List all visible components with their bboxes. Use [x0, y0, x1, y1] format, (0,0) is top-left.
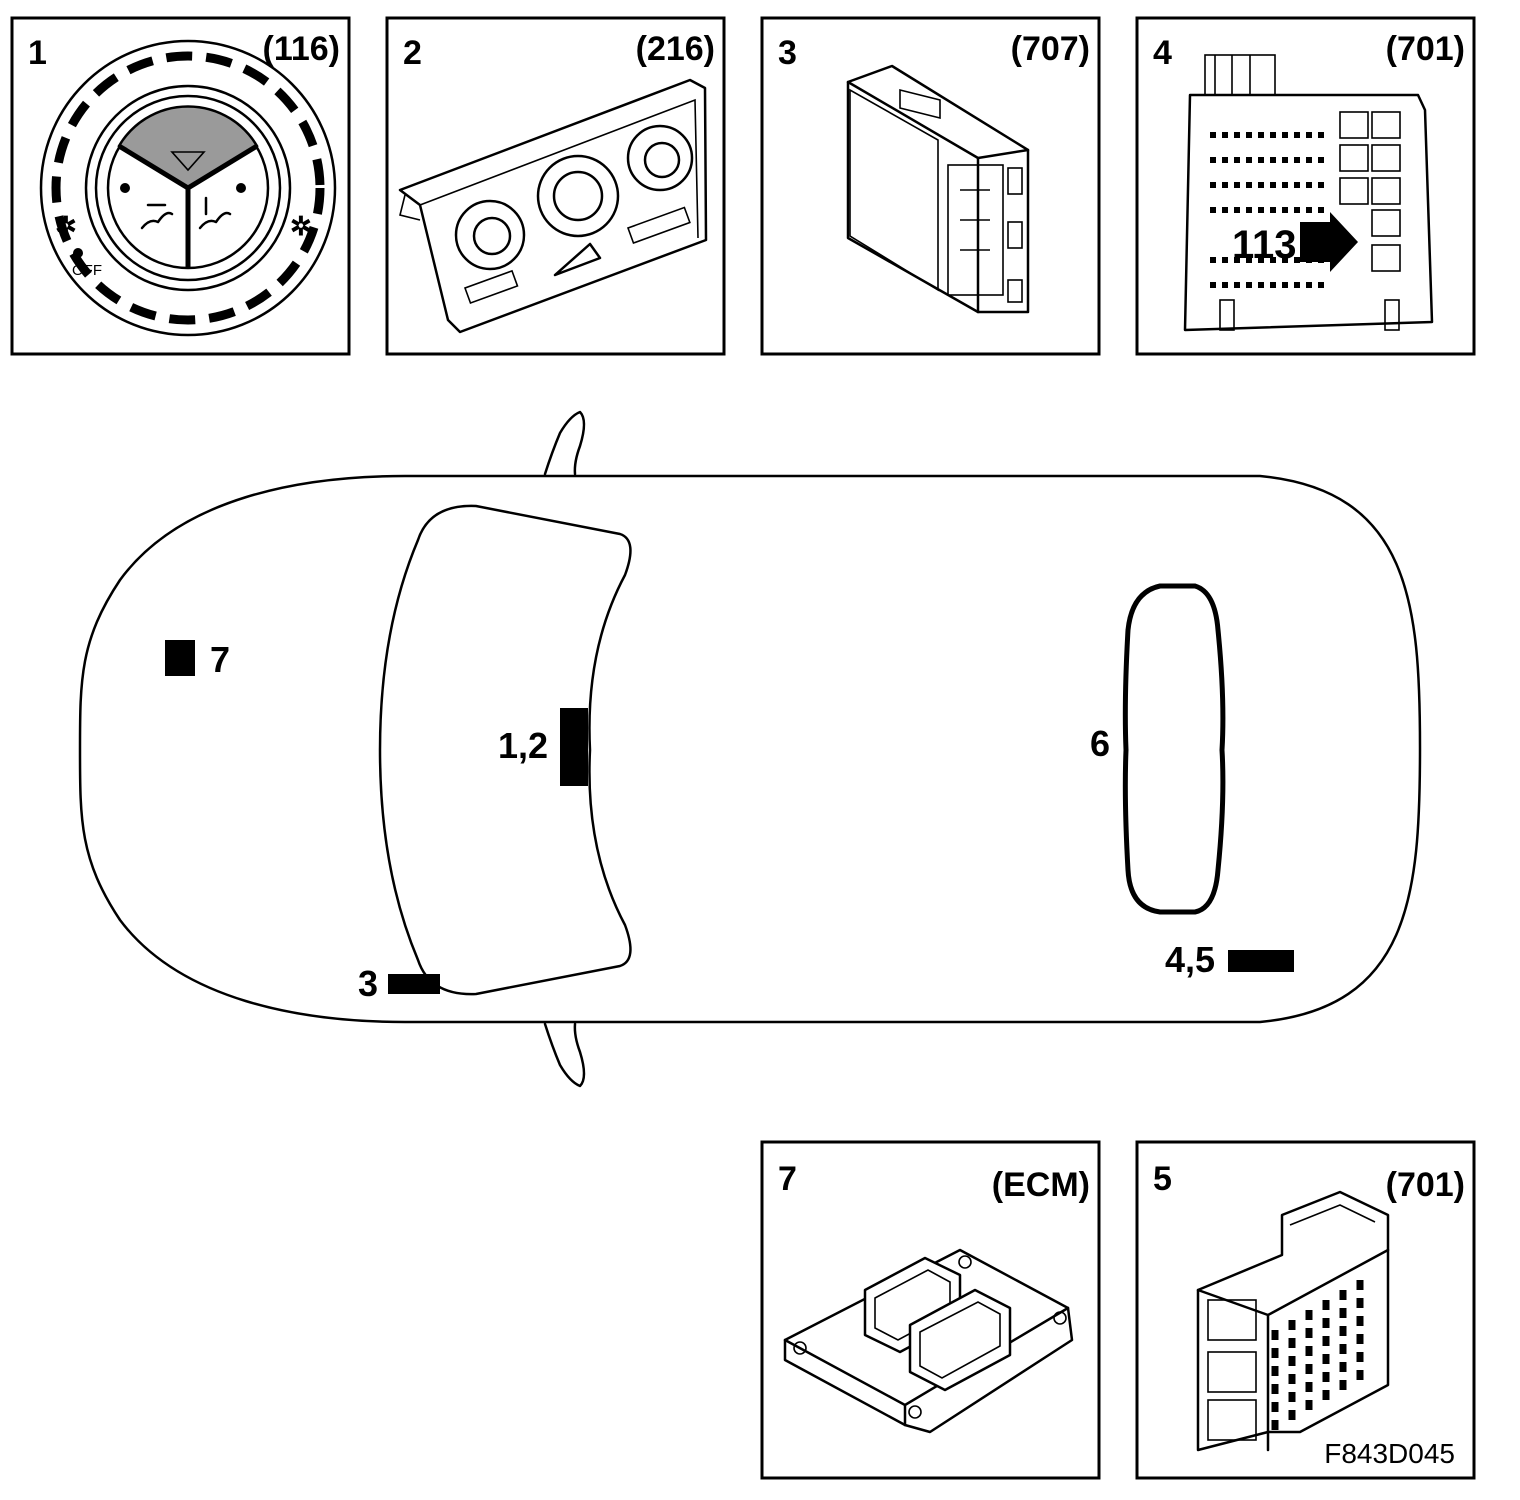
panel-1-number: 1 [28, 34, 47, 72]
fan-dial-illustration: ✲ ✲ OFF [39, 39, 337, 337]
panel-1: 1 (116) ✲ ✲ OFF [10, 16, 351, 356]
panel-3-number: 3 [778, 34, 797, 72]
sunroof-outline [1122, 583, 1226, 915]
marker-7-label: 7 [210, 639, 230, 680]
panel-4-number: 4 [1153, 34, 1172, 72]
right-fan-icon: ✲ [290, 211, 312, 241]
panel-4-code: (701) [1386, 30, 1465, 68]
marker-3-block [388, 974, 440, 994]
panel-5: 5 (701) F843D045 [1135, 1140, 1476, 1480]
panel-7-code: (ECM) [992, 1166, 1090, 1204]
marker-4-5-block [1228, 950, 1294, 972]
panel-4: 4 (701) 113 [1135, 16, 1476, 356]
relay-callout-number: 113 [1232, 223, 1297, 267]
car-body-outline [78, 474, 1422, 1024]
marker-6-label: 6 [1090, 723, 1110, 764]
arrow-icon [1300, 212, 1358, 272]
figure-reference: F843D045 [1324, 1438, 1455, 1469]
left-fan-icon: ✲ [55, 211, 77, 241]
fuse-box-illustration: 113 [1183, 54, 1434, 332]
car-top-view: 7 1,2 3 6 4,5 [78, 410, 1422, 1088]
control-module-illustration [846, 64, 1030, 314]
ecm-illustration [783, 1248, 1074, 1434]
marker-3-label: 3 [358, 963, 378, 1004]
panel-2: 2 (216) [385, 16, 726, 356]
windshield-outline [378, 504, 632, 996]
marker-7-block [165, 640, 195, 676]
panel-5-code: (701) [1386, 1166, 1465, 1204]
panel-2-code: (216) [636, 30, 715, 68]
marker-1-2-block [560, 708, 588, 786]
panel-1-code: (116) [263, 30, 341, 68]
off-label: OFF [72, 262, 102, 279]
relay-box-illustration [1196, 1190, 1390, 1452]
right-mirror [543, 1022, 586, 1088]
panel-2-number: 2 [403, 34, 422, 72]
left-mirror [543, 410, 586, 476]
climate-control-illustration [398, 78, 708, 334]
panel-7: 7 (ECM) [760, 1140, 1101, 1480]
panel-3-code: (707) [1011, 30, 1090, 68]
marker-4-5-label: 4,5 [1165, 939, 1215, 980]
marker-1-2-label: 1,2 [498, 725, 548, 766]
panel-5-number: 5 [1153, 1160, 1172, 1198]
panel-3: 3 (707) [760, 16, 1101, 356]
panel-7-number: 7 [778, 1160, 797, 1198]
